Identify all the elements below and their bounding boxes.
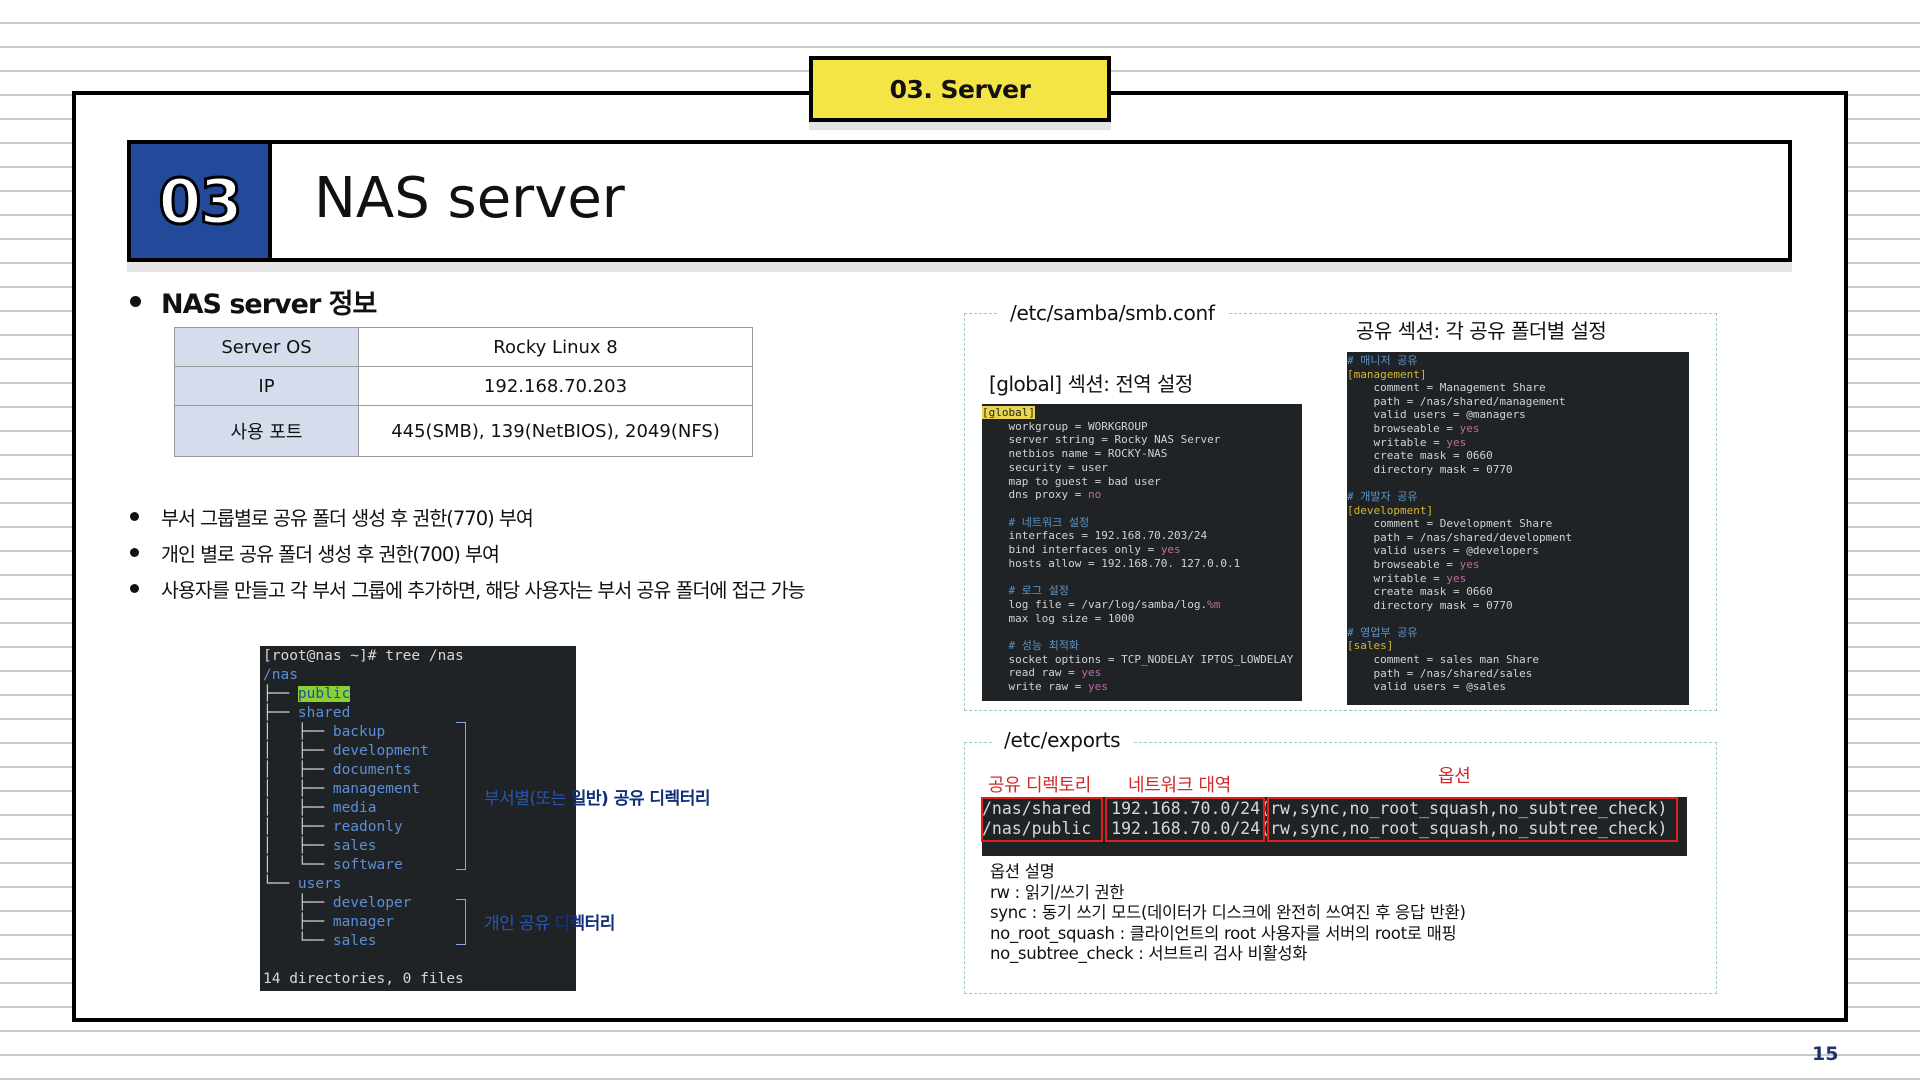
anno-dept-dir: 부서별(또는 일반) 공유 디렉터리	[484, 789, 710, 809]
title-number-badge: 03	[131, 144, 272, 258]
option-item: no_root_squash : 클라이언트의 root 사용자를 서버의 ro…	[990, 923, 1457, 943]
exports-filename: /etc/exports	[992, 728, 1133, 752]
tree-dir: readonly	[332, 819, 403, 835]
tree-dir: documents	[332, 762, 412, 778]
brace-shared	[456, 722, 466, 870]
list-item: 개인 별로 공유 폴더 생성 후 권한(700) 부여	[130, 534, 805, 570]
bullet-list: 부서 그룹별로 공유 폴더 생성 후 권한(770) 부여 개인 별로 공유 폴…	[130, 498, 806, 606]
section-tab: 03. Server	[809, 56, 1111, 122]
exports-box	[964, 742, 1717, 994]
tree-dir: software	[332, 857, 403, 873]
table-value: Rocky Linux 8	[358, 327, 753, 367]
tree-dir: backup	[332, 724, 386, 740]
title-bar: 03 NAS server	[127, 140, 1792, 262]
title-number: 03	[157, 163, 244, 239]
smb-conf-filename: /etc/samba/smb.conf	[998, 301, 1227, 325]
tree-terminal: [root@nas ~]# tree /nas /nas ├── public …	[260, 646, 576, 991]
anno-user-dir: 개인 공유 디렉터리	[484, 914, 615, 934]
smb-global-terminal: [global] workgroup = WORKGROUP server st…	[982, 404, 1302, 701]
exports-caption-dir: 공유 디렉토리	[988, 775, 1091, 796]
global-caption: [global] 섹션: 전역 설정	[989, 372, 1193, 396]
option-item: sync : 동기 쓰기 모드(데이터가 디스크에 완전히 쓰여진 후 응답 반…	[990, 903, 1466, 922]
table-key: IP	[174, 366, 359, 406]
option-item: rw : 읽기/쓰기 권한	[990, 882, 1125, 902]
exports-caption-net: 네트워크 대역	[1128, 775, 1231, 796]
brace-users	[456, 899, 466, 945]
table-value: 445(SMB), 139(NetBIOS), 2049(NFS)	[358, 405, 753, 457]
options-title: 옵션 설명	[990, 862, 1055, 881]
bullet-dot-icon	[130, 296, 141, 307]
highlight-opt	[1267, 797, 1678, 842]
info-heading: NAS server 정보	[130, 282, 377, 321]
exports-caption-opt: 옵션	[1438, 766, 1471, 787]
highlight-net	[1105, 797, 1265, 842]
tree-dir-users: users	[297, 876, 342, 892]
smb-share-terminal: # 매니저 공유 [management] comment = Manageme…	[1347, 352, 1689, 705]
tree-dir-public: public	[297, 686, 351, 702]
table-row: 사용 포트 445(SMB), 139(NetBIOS), 2049(NFS)	[174, 405, 753, 457]
page-number: 15	[1812, 1043, 1839, 1065]
tree-dir: sales	[332, 933, 377, 949]
page-title: NAS server	[314, 166, 625, 231]
info-heading-text: NAS server 정보	[161, 289, 377, 320]
smb-conf-box	[964, 313, 1717, 711]
table-key: 사용 포트	[174, 405, 359, 457]
bullet-dot-icon	[130, 547, 139, 557]
tree-dir-shared: shared	[297, 705, 351, 721]
tree-root: /nas	[263, 667, 298, 683]
exports-line: /nas/shared 192.168.70.0/24(rw,sync,no_r…	[982, 799, 1668, 818]
bullet-text: 사용자를 만들고 각 부서 그룹에 추가하면, 해당 사용자는 부서 공유 폴더…	[161, 578, 806, 602]
bullet-text: 개인 별로 공유 폴더 생성 후 권한(700) 부여	[161, 542, 500, 566]
table-key: Server OS	[174, 327, 359, 367]
bullet-dot-icon	[130, 583, 139, 593]
table-row: Server OS Rocky Linux 8	[174, 327, 753, 367]
tree-dir: development	[332, 743, 429, 759]
bullet-dot-icon	[130, 511, 139, 521]
tree-dir: management	[332, 781, 421, 797]
section-name: global	[988, 406, 1029, 419]
exports-line: /nas/public 192.168.70.0/24(rw,sync,no_r…	[982, 819, 1668, 838]
exports-terminal: /nas/shared 192.168.70.0/24(rw,sync,no_r…	[982, 797, 1687, 856]
tree-dir: manager	[332, 914, 394, 930]
tree-dir: media	[332, 800, 377, 816]
tree-dir: developer	[332, 895, 412, 911]
options-description: 옵션 설명 rw : 읽기/쓰기 권한 sync : 동기 쓰기 모드(데이터가…	[990, 862, 1466, 965]
server-info-table: Server OS Rocky Linux 8 IP 192.168.70.20…	[174, 327, 753, 457]
tree-dir: sales	[332, 838, 377, 854]
tree-prompt: [root@nas ~]# tree /nas	[263, 648, 464, 664]
list-item: 부서 그룹별로 공유 폴더 생성 후 권한(770) 부여	[130, 498, 805, 534]
share-caption: 공유 섹션: 각 공유 폴더별 설정	[1356, 319, 1607, 343]
bullet-text: 부서 그룹별로 공유 폴더 생성 후 권한(770) 부여	[161, 506, 534, 530]
table-value: 192.168.70.203	[358, 366, 753, 406]
option-item: no_subtree_check : 서브트리 검사 비활성화	[990, 944, 1308, 963]
tree-summary: 14 directories, 0 files	[263, 971, 464, 987]
table-row: IP 192.168.70.203	[174, 366, 753, 406]
highlight-dir	[981, 797, 1103, 842]
list-item: 사용자를 만들고 각 부서 그룹에 추가하면, 해당 사용자는 부서 공유 폴더…	[130, 570, 806, 606]
